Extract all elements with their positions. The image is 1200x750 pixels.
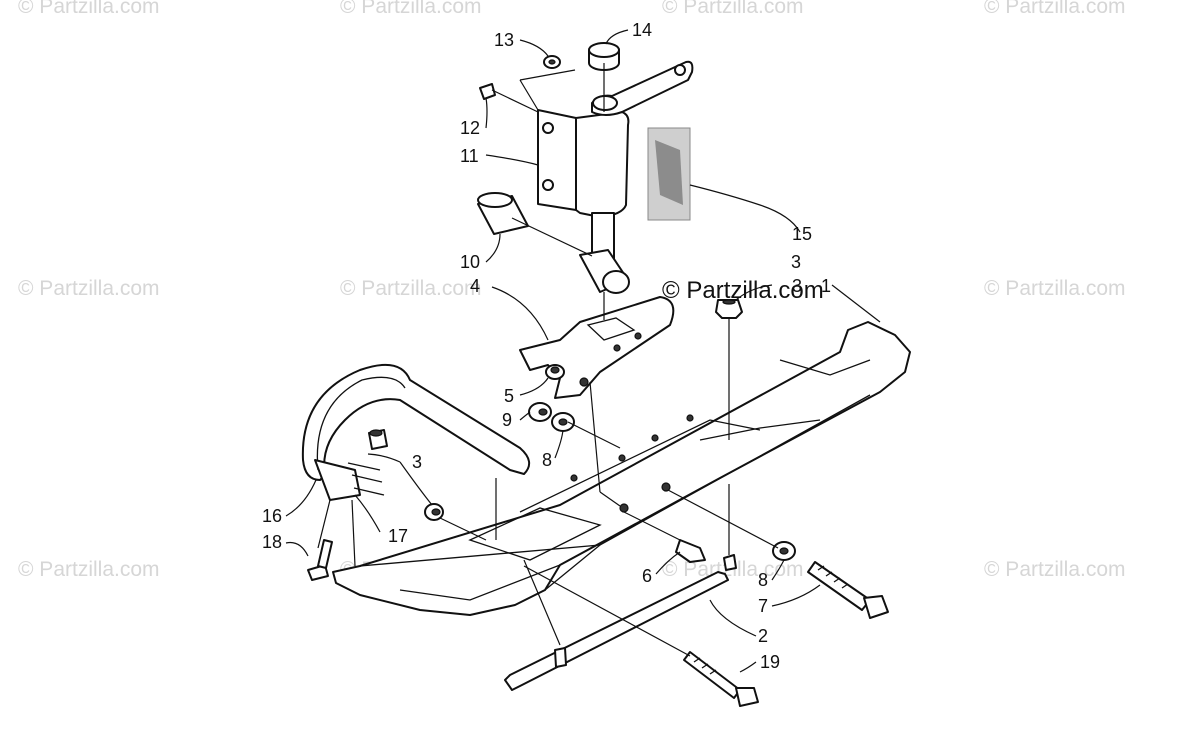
nut-3-top	[715, 299, 743, 319]
wear-bar	[504, 554, 737, 691]
callout-12: 12	[460, 118, 480, 138]
callout-15: 15	[792, 224, 812, 244]
callout-13: 13	[494, 30, 514, 50]
nut-5	[545, 364, 565, 380]
nut-3-left	[368, 429, 388, 450]
watermark: © Partzilla.com	[340, 0, 482, 18]
watermark: © Partzilla.com	[18, 558, 160, 581]
grease-fitting	[479, 83, 496, 100]
watermark: © Partzilla.com	[18, 277, 160, 300]
callout-6: 6	[642, 566, 652, 586]
bushing	[477, 192, 529, 235]
watermark: © Partzilla.com	[984, 0, 1126, 18]
callout-3: 3	[792, 276, 802, 296]
callout-9: 9	[502, 410, 512, 430]
washer-8	[551, 412, 575, 432]
callout-17: 17	[388, 526, 408, 546]
bolt-7	[807, 561, 889, 619]
callout-14: 14	[632, 20, 652, 40]
callout-8: 8	[542, 450, 552, 470]
callout-19: 19	[760, 652, 780, 672]
callout-4: 4	[470, 276, 480, 296]
callout-5: 5	[504, 386, 514, 406]
alignment-lines	[317, 63, 779, 657]
brand-watermark: © Partzilla.com	[662, 277, 824, 304]
callout-18: 18	[262, 532, 282, 552]
callout-3: 3	[791, 252, 801, 272]
bushing-9	[528, 402, 552, 422]
spring-clip	[314, 459, 385, 501]
watermark: © Partzilla.com	[984, 558, 1126, 581]
washer-8-right	[772, 541, 796, 561]
watermark: © Partzilla.com	[662, 0, 804, 18]
callout-labels: 1 2 3 3 3 4 5 6 7 8 8 9 10 11 12 13 14 1…	[262, 20, 831, 672]
bolt-19	[683, 651, 759, 707]
grommet	[543, 55, 561, 69]
callout-2: 2	[758, 626, 768, 646]
bolt-18	[307, 539, 333, 581]
callout-7: 7	[758, 596, 768, 616]
callout-leaders	[285, 29, 881, 673]
callout-8: 8	[758, 570, 768, 590]
nut-3-lower	[424, 503, 444, 521]
bolt-6	[675, 539, 706, 563]
ski-saddle	[519, 296, 675, 399]
callout-10: 10	[460, 252, 480, 272]
callout-11: 11	[460, 146, 479, 166]
decal	[647, 127, 691, 221]
spindle-housing	[537, 60, 694, 294]
watermark: © Partzilla.com	[984, 277, 1126, 300]
callout-3: 3	[412, 452, 422, 472]
watermark: © Partzilla.com	[18, 0, 160, 18]
callout-1: 1	[821, 276, 831, 296]
callout-16: 16	[262, 506, 282, 526]
watermark: © Partzilla.com	[340, 277, 482, 300]
